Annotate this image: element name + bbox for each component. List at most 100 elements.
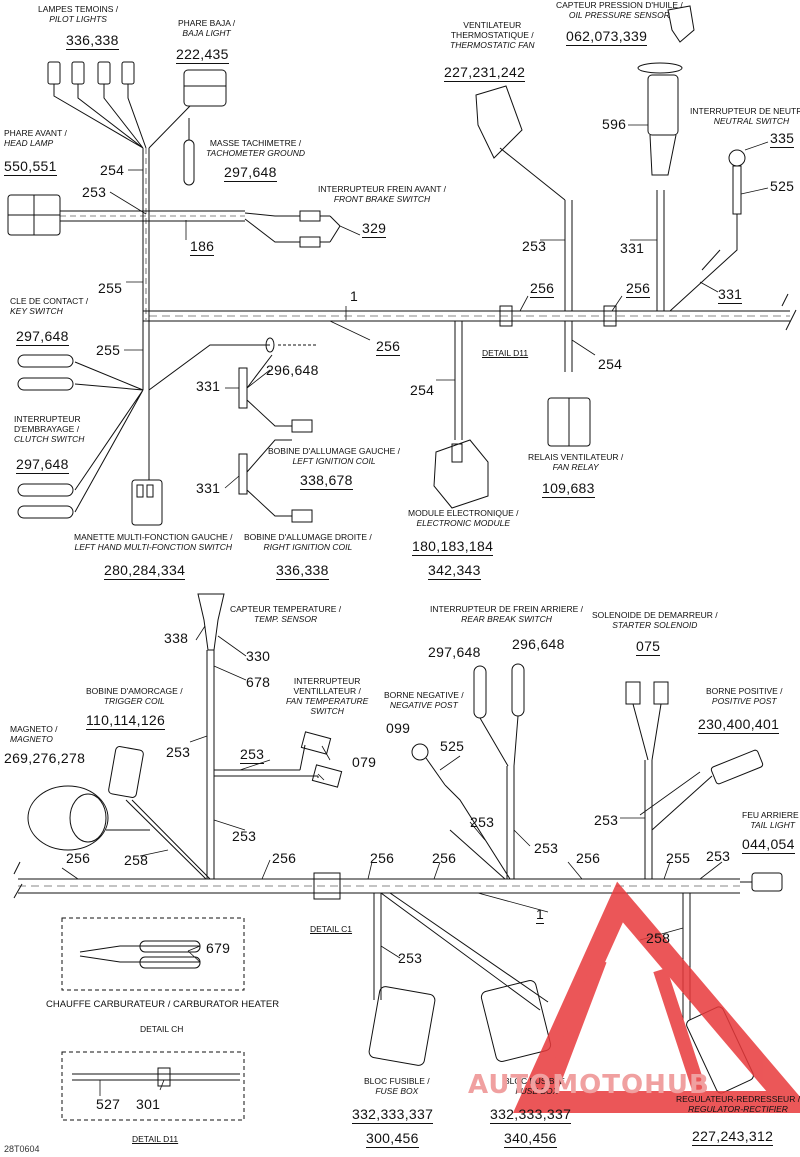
front-brake-switch-label: INTERRUPTEUR FREIN AVANT /FRONT BRAKE SW… xyxy=(318,184,446,204)
callout-331-d: 331 xyxy=(718,286,743,304)
left-ignition-coil-parts: 338,678 xyxy=(300,472,353,490)
callout-330: 330 xyxy=(246,648,271,664)
neutral-switch-parts: 335 xyxy=(770,130,795,148)
callout-256-h: 256 xyxy=(576,850,601,866)
fuse-box-right-label: BLOC FUSIBLE /FUSE BOX xyxy=(504,1076,570,1096)
baja-light-parts: 222,435 xyxy=(176,46,229,64)
callout-253-h: 253 xyxy=(594,812,619,828)
callout-258-a: 258 xyxy=(124,852,149,868)
fuse-box-right-parts: 332,333,337 xyxy=(490,1106,572,1124)
electronic-module-parts: 180,183,184 xyxy=(412,538,494,556)
callout-256-d: 256 xyxy=(66,850,91,866)
oil-pressure-sensor-label: CAPTEUR PRESSION D'HUILE /OIL PRESSURE S… xyxy=(556,0,683,20)
callout-253-b: 253 xyxy=(522,238,547,254)
left-multifunction-switch-parts: 280,284,334 xyxy=(104,562,186,580)
oil-pressure-sensor-parts: 062,073,339 xyxy=(566,28,648,46)
electronic-module-parts-2: 342,343 xyxy=(428,562,481,580)
tachometer-ground-label: MASSE TACHIMETRE /TACHOMETER GROUND xyxy=(206,138,306,158)
pilot-lights-label: LAMPES TEMOINS /PILOT LIGHTS xyxy=(38,4,119,24)
positive-post-parts: 230,400,401 xyxy=(698,716,780,734)
fuse-box-left-parts-2: 300,456 xyxy=(366,1130,419,1148)
negative-post-parts-2: 525 xyxy=(440,738,465,754)
pilot-lights-parts: 336,338 xyxy=(66,32,119,50)
starter-solenoid-label: SOLENOIDE DE DEMARREUR /STARTER SOLENOID xyxy=(592,610,718,630)
callout-253-i: 253 xyxy=(706,848,731,864)
callout-331-c: 331 xyxy=(620,240,645,256)
callout-255-b: 255 xyxy=(96,342,121,358)
thermostatic-fan-parts: 227,231,242 xyxy=(444,64,526,82)
magneto-label: MAGNETO /MAGNETO xyxy=(10,724,58,744)
callout-331-a: 331 xyxy=(196,378,221,394)
regulator-rectifier-label: REGULATEUR-REDRESSEUR /REGULATOR-RECTIFI… xyxy=(676,1094,800,1114)
callout-254-a: 254 xyxy=(100,162,125,178)
callout-338: 338 xyxy=(164,630,189,646)
watermark-logo xyxy=(512,881,800,1113)
callout-253-e: 253 xyxy=(232,828,257,844)
head-lamp-parts: 550,551 xyxy=(4,158,57,176)
fan-temperature-switch-parts: 079 xyxy=(352,754,377,770)
tail-light-parts: 044,054 xyxy=(742,836,795,854)
detail-d11-label: DETAIL D11 xyxy=(482,348,529,358)
callout-253-c: 253 xyxy=(166,744,191,760)
callout-296-648: 296,648 xyxy=(266,362,319,378)
callout-256-g: 256 xyxy=(432,850,457,866)
detail-d11-bottom-label: DETAIL D11 xyxy=(132,1134,179,1144)
callout-253-d: 253 xyxy=(240,746,265,764)
callout-256-b: 256 xyxy=(530,280,555,298)
neutral-switch-label: INTERRUPTEUR DE NEUTRE /NEUTRAL SWITCH xyxy=(690,106,800,126)
rear-brake-switch-parts-b: 296,648 xyxy=(512,636,565,652)
callout-253-a: 253 xyxy=(82,184,107,200)
carburator-heater-parts: 679 xyxy=(206,940,231,956)
callout-256-a: 256 xyxy=(376,338,401,356)
callout-254-c: 254 xyxy=(598,356,623,372)
callout-301: 301 xyxy=(136,1096,161,1112)
callout-254-b: 254 xyxy=(410,382,435,398)
fan-relay-parts: 109,683 xyxy=(542,480,595,498)
carburator-heater-label: CHAUFFE CARBURATEUR / CARBURATOR HEATER xyxy=(46,999,280,1010)
callout-678: 678 xyxy=(246,674,271,690)
trigger-coil-label: BOBINE D'AMORCAGE /TRIGGER COIL xyxy=(86,686,183,706)
starter-solenoid-parts: 075 xyxy=(636,638,661,656)
callout-1-a: 1 xyxy=(350,288,359,304)
clutch-switch-parts: 297,648 xyxy=(16,456,69,474)
fuse-box-left-parts: 332,333,337 xyxy=(352,1106,434,1124)
baja-light-label: PHARE BAJA /BAJA LIGHT xyxy=(178,18,236,38)
callout-331-b: 331 xyxy=(196,480,221,496)
front-brake-switch-parts: 329 xyxy=(362,220,387,238)
callout-256-f: 256 xyxy=(370,850,395,866)
tail-light-label: FEU ARRIERE /TAIL LIGHT xyxy=(742,810,800,830)
right-ignition-coil-label: BOBINE D'ALLUMAGE DROITE /RIGHT IGNITION… xyxy=(244,532,372,552)
magneto-parts: 269,276,278 xyxy=(4,750,86,766)
callout-596: 596 xyxy=(602,116,627,132)
regulator-rectifier-parts: 227,243,312 xyxy=(692,1128,774,1146)
negative-post-label: BORNE NEGATIVE /NEGATIVE POST xyxy=(384,690,464,710)
callout-255-c: 255 xyxy=(666,850,691,866)
callout-186: 186 xyxy=(190,238,215,256)
callout-527: 527 xyxy=(96,1096,121,1112)
callout-258-b: 258 xyxy=(646,930,671,946)
callout-525-a: 525 xyxy=(770,178,795,194)
callout-253-j: 253 xyxy=(398,950,423,966)
left-multifunction-switch-label: MANETTE MULTI-FONCTION GAUCHE /LEFT HAND… xyxy=(74,532,233,552)
key-switch-label: CLE DE CONTACT /KEY SWITCH xyxy=(10,296,89,316)
tachometer-ground-parts: 297,648 xyxy=(224,164,277,182)
callout-1-b: 1 xyxy=(536,906,545,924)
trigger-coil-parts: 110,114,126 xyxy=(86,712,166,730)
detail-ch-label: DETAIL CH xyxy=(140,1024,184,1034)
key-switch-parts: 297,648 xyxy=(16,328,69,346)
callout-253-f: 253 xyxy=(470,814,495,830)
right-ignition-coil-parts: 336,338 xyxy=(276,562,329,580)
left-ignition-coil-label: BOBINE D'ALLUMAGE GAUCHE /LEFT IGNITION … xyxy=(268,446,400,466)
head-lamp-label: PHARE AVANT /HEAD LAMP xyxy=(4,128,67,148)
callout-256-c: 256 xyxy=(626,280,651,298)
callout-255-a: 255 xyxy=(98,280,123,296)
callout-253-g: 253 xyxy=(534,840,559,856)
negative-post-parts: 099 xyxy=(386,720,411,736)
fuse-box-left-label: BLOC FUSIBLE /FUSE BOX xyxy=(364,1076,430,1096)
positive-post-label: BORNE POSITIVE /POSITIVE POST xyxy=(706,686,783,706)
rear-brake-switch-parts-a: 297,648 xyxy=(428,644,481,660)
